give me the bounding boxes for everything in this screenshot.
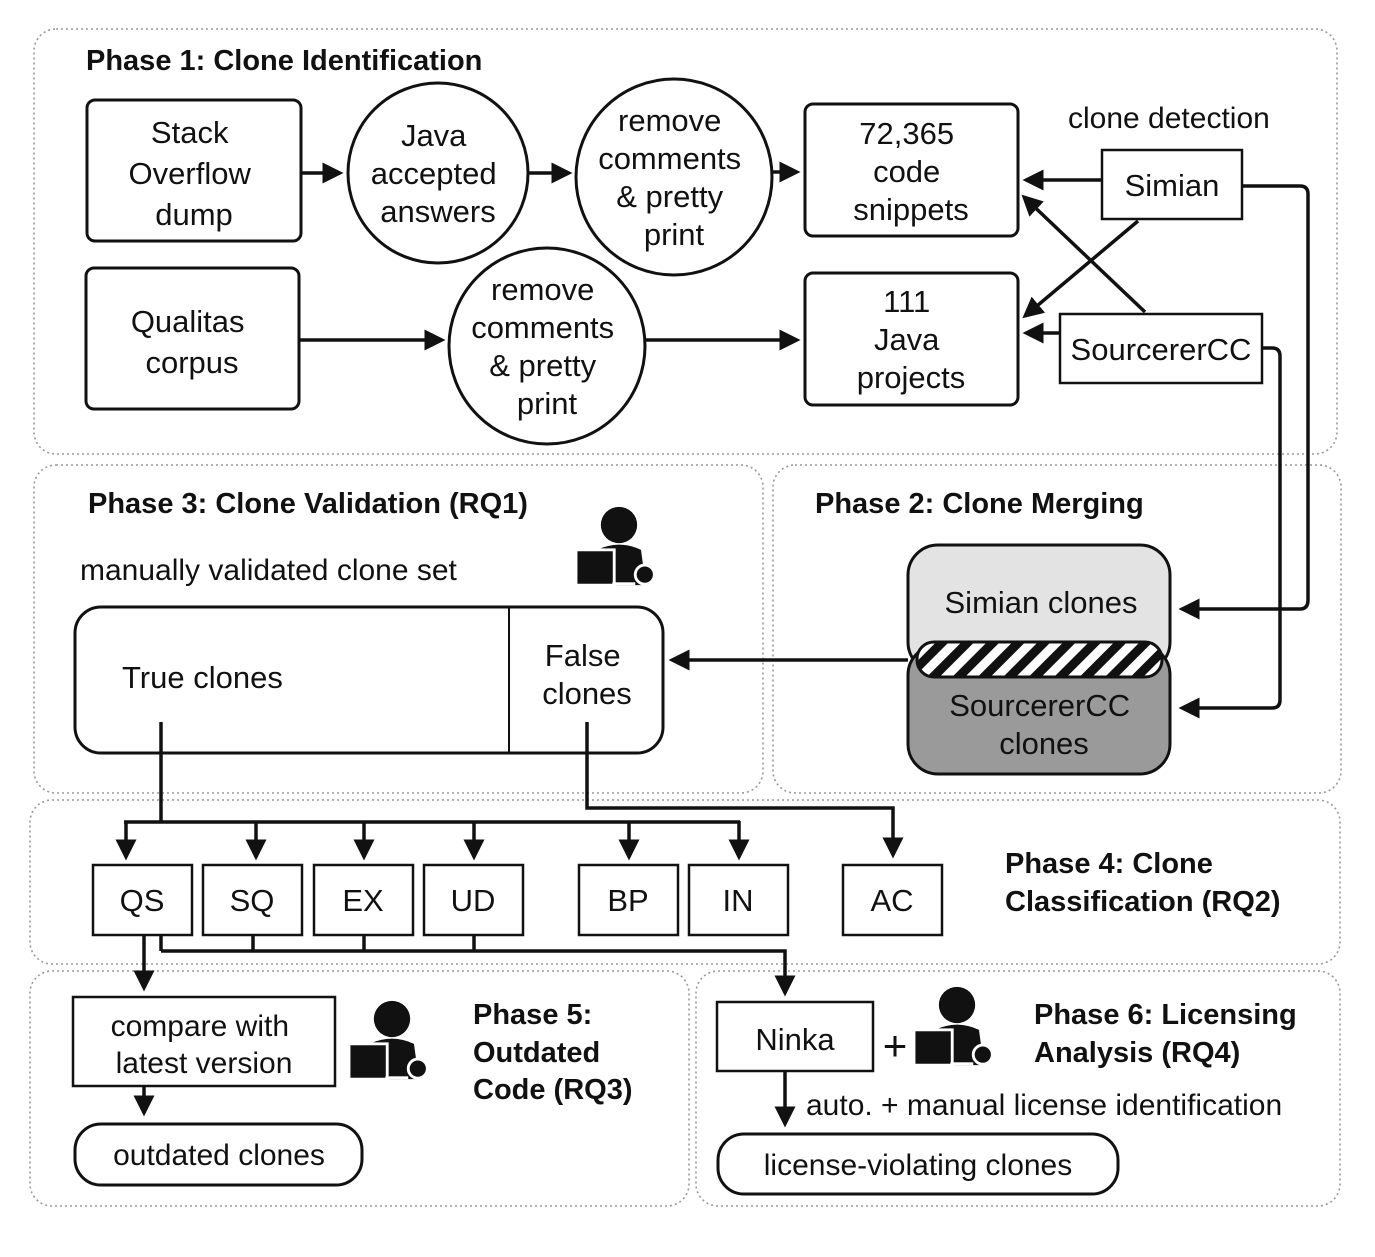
category-sq-label: SQ <box>230 883 275 918</box>
sourcerercc-clones-label: SourcererCC clones <box>949 688 1139 761</box>
phase4-container <box>29 799 1341 965</box>
license-violating-label: license-violating clones <box>764 1149 1073 1182</box>
outdated-clones-box <box>73 1122 364 1187</box>
stack-overflow-dump-box <box>85 98 303 243</box>
category-bp-label: BP <box>607 883 648 918</box>
category-bp-box <box>577 863 680 937</box>
remove-comments-circle-top <box>574 77 774 277</box>
qualitas-corpus-label: Qualitas corpus <box>131 304 253 380</box>
person-laptop-icon <box>349 1000 429 1080</box>
outdated-clones-label: outdated clones <box>113 1139 325 1172</box>
clone-detection-label: clone detection <box>1068 102 1270 135</box>
phase4-output-edges <box>133 935 796 997</box>
person-laptop-icon <box>576 506 656 586</box>
sourcerercc-label: SourcererCC <box>1071 332 1252 367</box>
compare-version-box <box>71 995 337 1088</box>
remove-comments-circle-bottom <box>447 246 647 446</box>
phase3-container <box>33 464 764 794</box>
license-violating-box <box>716 1132 1120 1196</box>
category-ex-box <box>312 863 415 937</box>
category-in-label: IN <box>723 883 754 918</box>
java-projects-label: 111 Java projects <box>857 284 966 395</box>
license-identification-note: auto. + manual license identification <box>806 1089 1282 1122</box>
phase4-title: Phase 4: Clone Classification (RQ2) <box>1005 848 1281 918</box>
sourcerercc-box <box>1058 312 1264 385</box>
java-answers-circle <box>346 81 530 265</box>
category-ac-label: AC <box>870 883 913 918</box>
ninka-box <box>715 1000 875 1073</box>
remove-comments-label-top: remove comments & pretty print <box>598 103 750 252</box>
person-laptop-icon <box>914 986 994 1066</box>
code-snippets-box <box>803 102 1020 238</box>
java-projects-box <box>803 271 1020 407</box>
phase3-title: Phase 3: Clone Validation (RQ1) <box>88 488 528 520</box>
false-clones-label: False clones <box>542 638 632 711</box>
phase5-title: Phase 5: Outdated Code (RQ3) <box>473 999 633 1106</box>
phase1-edges <box>300 161 1310 719</box>
qualitas-corpus-box <box>84 266 301 411</box>
phase1-title: Phase 1: Clone Identification <box>86 45 482 77</box>
simian-box <box>1100 148 1244 221</box>
stack-overflow-dump-label: Stack Overflow dump <box>129 115 260 232</box>
phase2-title: Phase 2: Clone Merging <box>815 488 1144 520</box>
phase6-title: Phase 6: Licensing Analysis (RQ4) <box>1034 999 1305 1069</box>
ninka-label: Ninka <box>755 1022 835 1057</box>
category-ex-label: EX <box>342 883 384 918</box>
overlap-hatch-region <box>915 640 1164 679</box>
category-ac-box <box>841 863 944 937</box>
simian-label: Simian <box>1125 168 1220 203</box>
remove-comments-label-bottom: remove comments & pretty print <box>471 272 623 421</box>
category-in-box <box>687 863 790 937</box>
true-clones-label: True clones <box>122 660 283 695</box>
compare-version-label: compare with latest version <box>111 1010 298 1080</box>
code-snippets-label: 72,365 code snippets <box>853 116 968 227</box>
java-answers-label: Java accepted answers <box>371 118 505 229</box>
validated-set-label: manually validated clone set <box>80 554 458 587</box>
category-ud-label: UD <box>451 883 496 918</box>
validated-set-box <box>73 605 665 755</box>
simian-clones-label: Simian clones <box>945 585 1138 620</box>
phase2-container <box>772 464 1342 794</box>
phase6-container <box>695 970 1341 1207</box>
category-qs-label: QS <box>120 883 165 918</box>
phase4-edges <box>115 722 904 861</box>
plus-sign: + <box>883 1022 908 1069</box>
